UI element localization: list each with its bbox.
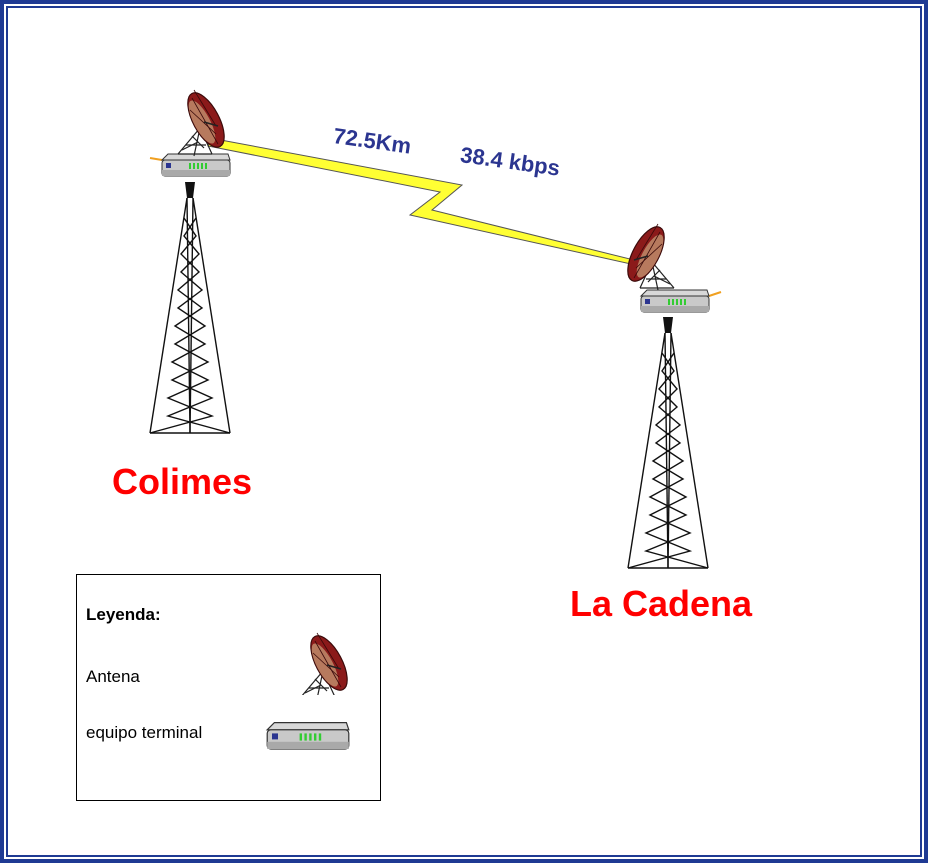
site-label-colimes: Colimes [112,461,253,502]
legend-title: Leyenda: [86,605,161,624]
site-label-la-cadena: La Cadena [570,583,753,624]
terminal-equipment-la-cadena [640,289,722,313]
legend-item-antenna-label: Antena [86,667,140,686]
antenna-la-cadena [619,220,675,291]
legend-box: Leyenda: Antena equipo terminal [76,574,381,801]
terminal-equipment-colimes [149,153,231,177]
terminal-equipment-icon [266,721,350,751]
tower-colimes [149,181,231,434]
radio-link-bolt [207,137,643,267]
legend-item-terminal-label: equipo terminal [86,723,203,742]
tower-la-cadena [627,316,709,569]
diagram-inner-frame [6,6,922,857]
satellite-dish-icon [300,631,353,695]
